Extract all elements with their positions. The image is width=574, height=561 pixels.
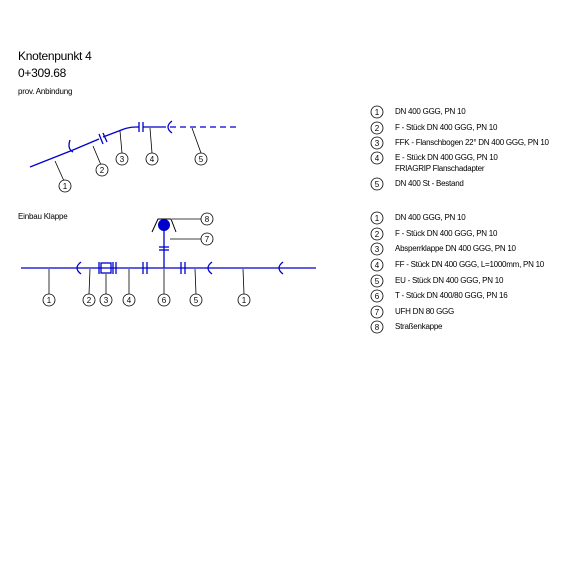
callout-4 xyxy=(122,293,136,307)
socket-joint xyxy=(278,261,284,275)
legend2-num: 3 xyxy=(375,245,380,254)
legend1-text: E - Stück DN 400 GGG, PN 10 xyxy=(395,153,498,162)
legend2-item: 3 xyxy=(370,242,384,256)
legend1-text: DN 400 GGG, PN 10 xyxy=(395,107,466,116)
legend2-num: 5 xyxy=(375,277,380,286)
callout-1b xyxy=(237,293,251,307)
legend1-item: 2 xyxy=(370,121,384,135)
legend1-text: DN 400 St - Bestand xyxy=(395,179,464,188)
legend1-num: 1 xyxy=(375,108,380,117)
callout-4-label: 4 xyxy=(150,155,155,164)
legend2-item: 4 xyxy=(370,258,384,272)
diagram-provisional-connection xyxy=(29,120,236,168)
callout-1 xyxy=(42,293,56,307)
legend2-num: 4 xyxy=(375,261,380,270)
legend2-item: 1 xyxy=(370,211,384,225)
callout-5-label: 5 xyxy=(199,155,204,164)
legend2-text: EU - Stück DN 400 GGG, PN 10 xyxy=(395,276,504,285)
leader-lines-diagram2 xyxy=(48,218,245,295)
callout-7-label: 7 xyxy=(205,235,210,244)
pipe-segment xyxy=(72,138,100,151)
station-label: 0+309.68 xyxy=(18,66,66,80)
butterfly-valve-body xyxy=(100,262,112,274)
callout-6 xyxy=(157,293,171,307)
legend2-item: 6 xyxy=(370,289,384,303)
callout-3-label: 3 xyxy=(104,296,109,305)
legend1-num: 5 xyxy=(375,180,380,189)
callout-2-label: 2 xyxy=(87,296,92,305)
legend2-num: 7 xyxy=(375,308,380,317)
legend2-item: 8 xyxy=(370,320,384,334)
callout-2 xyxy=(82,293,96,307)
legend2-item: 5 xyxy=(370,274,384,288)
legend1-num: 2 xyxy=(375,124,380,133)
socket-joint xyxy=(76,261,82,275)
legend2-num: 1 xyxy=(375,214,380,223)
callout-7 xyxy=(200,232,214,246)
legend1-text: F - Stück DN 400 GGG, PN 10 xyxy=(395,123,498,132)
callout-5 xyxy=(194,152,208,166)
pipe-segment xyxy=(102,128,125,138)
coupling-joint xyxy=(167,120,173,134)
callout-2-label: 2 xyxy=(100,166,105,175)
coupling-joint xyxy=(207,261,213,275)
pipe-segment xyxy=(29,149,74,168)
legend1-text-line2: FRIAGRIP Flanschadapter xyxy=(395,164,485,173)
legend2-num: 2 xyxy=(375,230,380,239)
legend2-text: T - Stück DN 400/80 GGG, PN 16 xyxy=(395,291,508,300)
hydrant-head xyxy=(158,219,170,231)
callout-8 xyxy=(200,212,214,226)
legend2-num: 6 xyxy=(375,292,380,301)
callout-4 xyxy=(145,152,159,166)
section-title-provisional-connection: prov. Anbindung xyxy=(18,87,73,96)
bend-fitting xyxy=(123,126,137,130)
legend1-text: FFK - Flanschbogen 22° DN 400 GGG, PN 10 xyxy=(395,138,549,147)
page-title: Knotenpunkt 4 xyxy=(18,49,92,63)
legend-provisional-connection: 1 2 3 4 5 xyxy=(370,105,384,191)
callout-3-label: 3 xyxy=(120,155,125,164)
legend1-num: 3 xyxy=(375,139,380,148)
callout-1 xyxy=(58,179,72,193)
callout-group-diagram1: 1 2 3 4 5 xyxy=(58,152,208,193)
callout-group-diagram2: 1 2 3 4 6 5 1 7 8 xyxy=(42,212,251,307)
legend2-text: FF - Stück DN 400 GGG, L=1000mm, PN 10 xyxy=(395,260,544,269)
callout-1-label: 1 xyxy=(63,182,68,191)
callout-2 xyxy=(95,163,109,177)
diagram-valve-installation xyxy=(21,230,316,275)
legend2-item: 2 xyxy=(370,227,384,241)
legend2-num: 8 xyxy=(375,323,380,332)
legend2-text: UFH DN 80 GGG xyxy=(395,307,454,316)
callout-3 xyxy=(115,152,129,166)
legend2-text: DN 400 GGG, PN 10 xyxy=(395,213,466,222)
flange-mark xyxy=(102,132,108,143)
hydrant-with-street-cap xyxy=(151,218,177,233)
legend2-item: 7 xyxy=(370,305,384,319)
legend1-num: 4 xyxy=(375,154,380,163)
callout-5-label: 5 xyxy=(194,296,199,305)
callout-1-label: 1 xyxy=(47,296,52,305)
leader-lines-diagram1 xyxy=(54,127,202,182)
callout-8-label: 8 xyxy=(205,215,210,224)
legend1-item: 5 xyxy=(370,177,384,191)
flange-mark xyxy=(98,133,104,145)
legend1-item: 3 xyxy=(370,136,384,150)
callout-3 xyxy=(99,293,113,307)
callout-4-label: 4 xyxy=(127,296,132,305)
callout-6-label: 6 xyxy=(162,296,167,305)
legend-valve-installation: 1 2 3 4 5 6 7 xyxy=(370,211,384,334)
legend2-text: F - Stück DN 400 GGG, PN 10 xyxy=(395,229,498,238)
legend2-text: Straßenkappe xyxy=(395,322,443,331)
section-title-valve-installation: Einbau Klappe xyxy=(18,212,68,221)
callout-1b-label: 1 xyxy=(242,296,247,305)
socket-joint xyxy=(68,139,74,153)
legend1-item: 4 xyxy=(370,151,384,165)
legend1-item: 1 xyxy=(370,105,384,119)
legend2-text: Absperrklappe DN 400 GGG, PN 10 xyxy=(395,244,516,253)
callout-5 xyxy=(189,293,203,307)
street-cap xyxy=(151,218,177,233)
